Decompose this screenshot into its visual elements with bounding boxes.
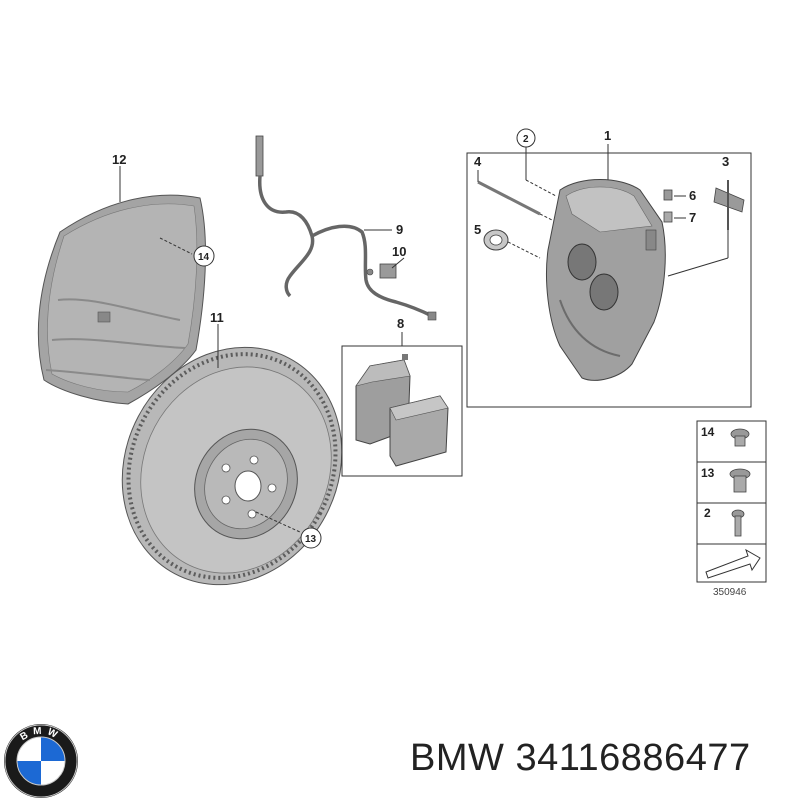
leader-2-dash — [525, 179, 557, 197]
legend-num-2: 2 — [704, 506, 711, 520]
callout-10: 10 — [392, 244, 406, 259]
leader-10 — [391, 257, 405, 269]
brand-name: BMW — [410, 737, 505, 779]
bolt-13-icon — [729, 468, 751, 493]
callout-5: 5 — [474, 222, 481, 237]
caliper-assembly-box — [466, 152, 752, 408]
brake-disc-part — [121, 346, 343, 586]
legend-num-13: 13 — [701, 466, 715, 480]
callout-13-circled: 13 — [305, 534, 317, 545]
bmw-logo: BMW — [4, 724, 78, 798]
callout-1: 1 — [604, 128, 611, 143]
leader-3b — [667, 257, 729, 277]
callout-8: 8 — [397, 316, 404, 331]
legend-row-14 — [696, 420, 767, 463]
callout-9: 9 — [396, 222, 403, 237]
bolt-2-icon — [731, 509, 745, 537]
callout-2-circled: 2 — [523, 134, 529, 145]
legend-row-13 — [696, 461, 767, 504]
leader-13-disc — [255, 511, 301, 533]
dust-shield-part — [37, 194, 207, 405]
bleeder-screw-part — [663, 189, 673, 223]
bolt-14-icon — [730, 428, 750, 447]
callout-14-circled: 14 — [198, 252, 210, 263]
callout-circle-13 — [300, 527, 322, 549]
callout-6: 6 — [689, 188, 696, 203]
wear-sensor-part — [255, 135, 437, 321]
callout-7: 7 — [689, 210, 696, 225]
hardware-legend: 14 13 2 350946 — [696, 420, 767, 598]
brake-caliper-part — [546, 179, 666, 381]
callout-3: 3 — [722, 154, 729, 169]
guide-pin-part — [477, 180, 557, 223]
direction-arrow-icon — [705, 548, 761, 579]
part-number: 34116886477 — [515, 737, 751, 779]
brake-pads-part — [355, 354, 449, 467]
sensor-bracket-part — [366, 263, 397, 279]
pad-spring-part — [667, 180, 745, 277]
seal-ring-part — [483, 229, 541, 259]
callout-12: 12 — [112, 152, 126, 167]
callout-4: 4 — [474, 154, 482, 169]
drawing-number: 350946 — [713, 587, 747, 598]
legend-num-14: 14 — [701, 425, 715, 439]
callout-circle-14 — [193, 245, 215, 267]
part-caption: BMW 34116886477 — [410, 737, 751, 780]
callout-11: 11 — [210, 310, 224, 325]
brake-pads-box — [341, 345, 463, 477]
leader-14-shield — [159, 237, 193, 255]
